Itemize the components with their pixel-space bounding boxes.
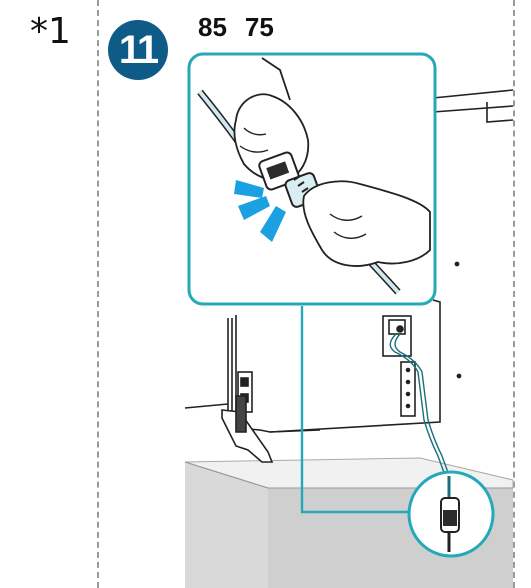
- plug-detail-callout: [409, 472, 493, 556]
- plug-insert-callout: [189, 54, 435, 304]
